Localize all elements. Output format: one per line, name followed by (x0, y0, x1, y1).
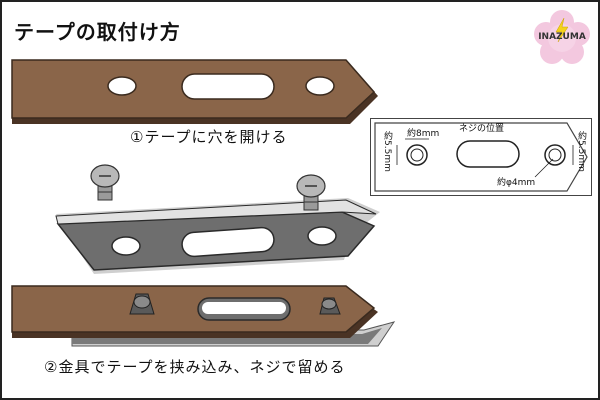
plate-hole-left (111, 236, 141, 256)
tape-hole-right (305, 76, 335, 96)
step-1-caption: ①テープに穴を開ける (130, 128, 288, 146)
hole-diameter-label: 約φ4mm (497, 178, 536, 188)
tape-with-holes (11, 59, 378, 124)
outer-diameter-label: 約8mm (407, 129, 440, 139)
hole-dimension-diagram: 約8mm ネジの位置 約5.5mm 約5.5mm 約φ4mm (370, 118, 592, 196)
right-height-label: 約5.5mm (576, 131, 586, 172)
brand-logo: INAZUMA (534, 10, 590, 66)
flower-icon (534, 10, 590, 64)
lightning-icon (555, 17, 569, 43)
page-title: テープの取付け方 (14, 20, 181, 44)
hole-dimension-drawing (374, 122, 588, 192)
metal-plate (55, 198, 380, 274)
tape-hole-left (107, 76, 137, 96)
screw-left (90, 164, 120, 201)
plate-slot-center (181, 226, 275, 258)
left-height-label: 約5.5mm (382, 131, 392, 172)
plate-hole-right (307, 226, 337, 246)
step-2-caption: ②金具でテープを挟み込み、ネジで留める (44, 358, 346, 376)
dim-slot-center (456, 140, 520, 168)
tape-clamped (11, 285, 396, 347)
screw-position-label: ネジの位置 (459, 124, 505, 134)
tape-slot-center (181, 73, 275, 100)
brand-name: INAZUMA (538, 32, 586, 42)
dim-hole-right (544, 144, 566, 166)
screw-right (296, 174, 326, 211)
dim-hole-left (406, 144, 428, 166)
